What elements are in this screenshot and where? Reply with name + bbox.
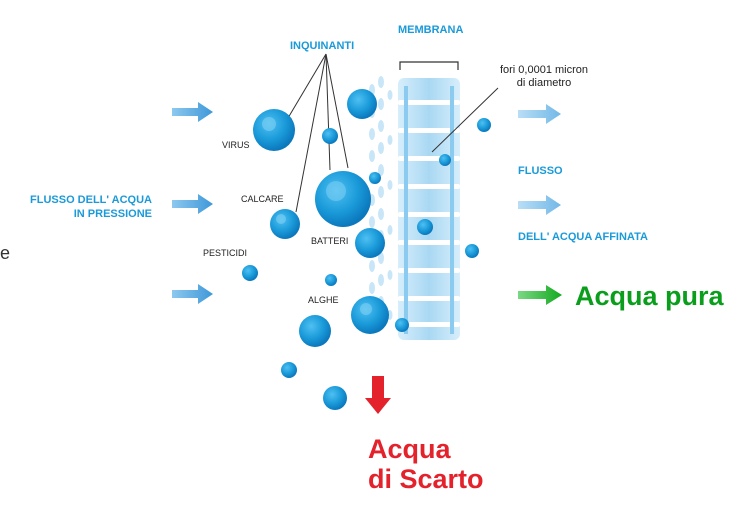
label-pores: fori 0,0001 micron di diametro — [488, 64, 600, 90]
edge-text-fragment: e — [0, 243, 11, 263]
label-calcare: CALCARE — [241, 194, 284, 204]
sphere-virus — [253, 109, 295, 151]
scarto-line-2: di Scarto — [368, 464, 484, 494]
sphere-pesticidi — [242, 265, 258, 281]
label-acqua-pura: Acqua pura — [575, 281, 724, 311]
membrane-bracket — [399, 61, 459, 70]
sphere-alghe — [351, 296, 389, 334]
pollutant-spheres — [242, 89, 491, 410]
label-alghe: ALGHE — [308, 295, 339, 305]
inquinanti-pointer-lines — [287, 53, 349, 213]
outgoing-flow-arrows — [518, 104, 562, 305]
sphere-batteri — [355, 228, 385, 258]
label-pesticidi: PESTICIDI — [203, 248, 248, 258]
label-inquinanti: INQUINANTI — [290, 40, 355, 52]
incoming-flow-arrows — [172, 102, 213, 304]
pores-pointer-line — [431, 87, 499, 153]
label-flusso-out-1: FLUSSO — [518, 165, 563, 177]
label-flusso-in: FLUSSO DELL' ACQUA IN PRESSIONE — [14, 193, 152, 221]
label-acqua-di-scarto: Acqua di Scarto — [368, 434, 484, 494]
label-virus: VIRUS — [222, 140, 250, 150]
sphere-top — [347, 89, 377, 119]
flusso-in-line-1: FLUSSO DELL' ACQUA — [30, 194, 152, 206]
label-batteri: BATTERI — [311, 236, 349, 246]
label-membrana: MEMBRANA — [398, 24, 464, 36]
sphere-calcare — [270, 209, 300, 239]
pores-line-1: fori 0,0001 micron — [499, 64, 589, 76]
waste-arrow — [365, 376, 391, 414]
scarto-line-1: Acqua — [368, 434, 451, 464]
membrane — [398, 78, 460, 340]
green-arrow — [518, 285, 562, 305]
flusso-in-line-2: IN PRESSIONE — [73, 208, 152, 220]
sphere-calcare-large — [315, 171, 371, 227]
label-flusso-out-2: DELL' ACQUA AFFINATA — [518, 231, 648, 243]
pores-line-2: di diametro — [516, 77, 572, 89]
